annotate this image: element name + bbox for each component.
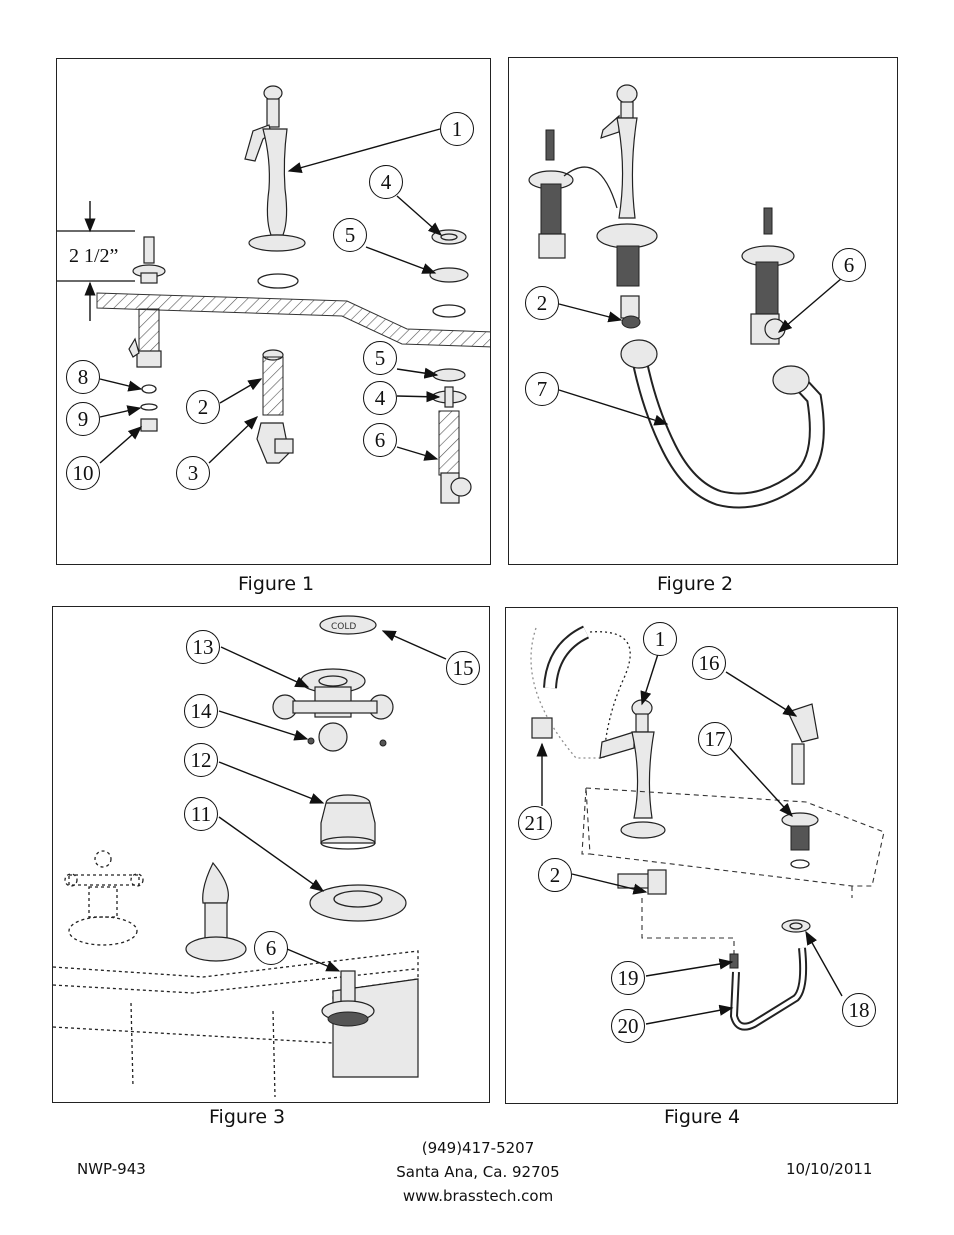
callout-17: 17 bbox=[698, 722, 732, 756]
figure-2-caption: Figure 2 bbox=[657, 573, 734, 595]
callout-19: 19 bbox=[611, 961, 645, 995]
callout-20: 20 bbox=[611, 1009, 645, 1043]
figure-2-drawing bbox=[528, 84, 850, 509]
figure-1-caption: Figure 1 bbox=[238, 573, 315, 595]
figure-3-drawing: COLD bbox=[53, 615, 447, 1098]
callout-6: 6 bbox=[832, 248, 866, 282]
callout-3: 3 bbox=[176, 456, 210, 490]
callout-6: 6 bbox=[254, 931, 288, 965]
callout-2: 2 bbox=[186, 390, 220, 424]
callout-4: 4 bbox=[369, 165, 403, 199]
spout-drawing bbox=[244, 85, 306, 252]
document-date: 10/10/2011 bbox=[786, 1160, 873, 1178]
contact-block: (949)417-5207 Santa Ana, Ca. 92705 www.b… bbox=[360, 1136, 596, 1208]
figure-3-panel: COLD bbox=[52, 606, 490, 1103]
callout-18: 18 bbox=[842, 993, 876, 1027]
callout-21: 21 bbox=[518, 806, 552, 840]
doc-number: NWP-943 bbox=[77, 1160, 146, 1178]
figure-3-caption: Figure 3 bbox=[209, 1106, 286, 1128]
phone-number: (949)417-5207 bbox=[421, 1139, 535, 1157]
city-address: Santa Ana, Ca. 92705 bbox=[396, 1163, 560, 1181]
website-link: www.brasstech.com bbox=[402, 1187, 554, 1205]
callout-14: 14 bbox=[184, 694, 218, 728]
figure-1-panel: 2 1/2” 1 4 5 5 4 6 2 3 8 9 10 bbox=[56, 58, 491, 565]
cold-cap-text: COLD bbox=[331, 622, 356, 632]
callout-5: 5 bbox=[333, 218, 367, 252]
figure-4-panel: 1 16 17 21 2 19 20 18 bbox=[505, 607, 898, 1104]
callout-11: 11 bbox=[184, 797, 218, 831]
callout-10: 10 bbox=[66, 456, 100, 490]
callout-4: 4 bbox=[363, 381, 397, 415]
callout-13: 13 bbox=[186, 630, 220, 664]
callout-15: 15 bbox=[446, 651, 480, 685]
callout-1: 1 bbox=[440, 112, 474, 146]
figure-2-panel: 6 2 7 bbox=[508, 57, 898, 565]
callout-1: 1 bbox=[643, 622, 677, 656]
callout-2: 2 bbox=[525, 286, 559, 320]
callout-8: 8 bbox=[66, 360, 100, 394]
callout-16: 16 bbox=[692, 646, 726, 680]
figure-4-caption: Figure 4 bbox=[664, 1106, 741, 1128]
callout-5: 5 bbox=[363, 341, 397, 375]
callout-2: 2 bbox=[538, 858, 572, 892]
dimension-label: 2 1/2” bbox=[69, 245, 119, 267]
figure-1-drawing bbox=[57, 85, 490, 504]
figure-4-drawing bbox=[530, 625, 885, 1031]
callout-12: 12 bbox=[184, 743, 218, 777]
callout-9: 9 bbox=[66, 402, 100, 436]
callout-7: 7 bbox=[525, 372, 559, 406]
callout-6: 6 bbox=[363, 423, 397, 457]
